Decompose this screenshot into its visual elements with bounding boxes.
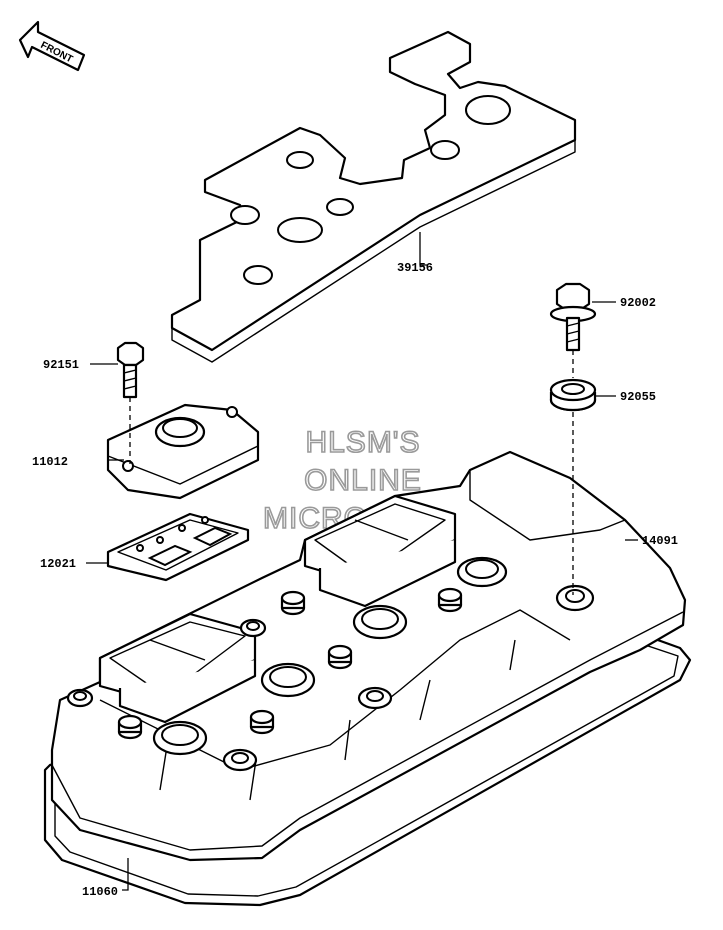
label-11012: 11012 [32,455,68,469]
part-92002-bolt[interactable] [549,282,597,352]
part-labels: 39156 92002 92151 92055 11012 12021 1409… [32,261,678,899]
leader-lines [86,232,638,891]
label-92151: 92151 [43,358,79,372]
part-12021-gasket[interactable] [106,512,250,582]
part-92151-bolt[interactable] [116,341,145,399]
part-11012-cover[interactable] [106,403,260,500]
label-92002: 92002 [620,296,656,310]
front-arrow: FRONT [18,20,86,72]
label-12021: 12021 [40,557,76,571]
part-92055-grommet[interactable] [549,378,597,412]
label-92055: 92055 [620,390,656,404]
label-11060: 11060 [82,885,118,899]
label-14091: 14091 [642,534,678,548]
watermark-line-2: ONLINE [304,464,422,497]
part-14091-head-cover[interactable] [50,450,687,862]
watermark-line-1: HLSM'S [305,426,420,459]
part-39156-plate[interactable] [170,30,577,363]
label-39156: 39156 [397,261,433,275]
